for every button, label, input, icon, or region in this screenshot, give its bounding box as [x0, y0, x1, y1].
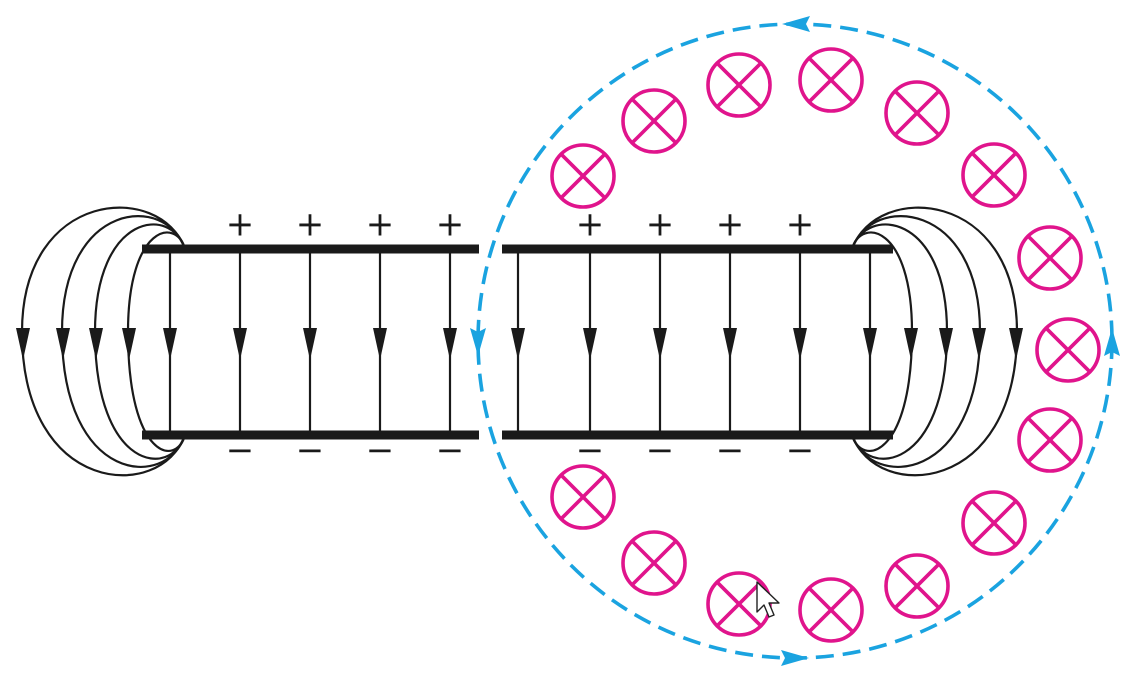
minus-sign: − — [296, 431, 325, 471]
plus-sign: + — [576, 205, 605, 245]
minus-sign: − — [366, 431, 395, 471]
loop-arrow-top — [782, 16, 810, 32]
plus-sign: + — [786, 205, 815, 245]
field-line — [511, 253, 525, 431]
circle-x-icon — [1017, 225, 1083, 291]
field-arrow — [653, 328, 667, 360]
field-line — [373, 253, 387, 431]
circle-x-icon — [798, 577, 864, 643]
field-arrow — [723, 328, 737, 360]
field-line — [723, 253, 737, 431]
fringe-arrow — [16, 328, 30, 360]
circle-x-icon — [621, 530, 687, 596]
magnetic-field-symbols — [550, 47, 1101, 643]
field-line — [303, 253, 317, 431]
fringe-arrow — [939, 328, 953, 360]
field-arrow — [583, 328, 597, 360]
fringe-arrow — [972, 328, 986, 360]
capacitor-plates — [142, 244, 893, 440]
fringe-line — [850, 215, 986, 468]
field-line — [863, 253, 877, 431]
fringe-field-lines-left — [16, 206, 187, 477]
minus-sign: − — [646, 431, 675, 471]
field-line — [233, 253, 247, 431]
fringe-line — [850, 206, 1023, 477]
field-arrow — [163, 328, 177, 360]
fringe-arrow — [56, 328, 70, 360]
minus-sign: − — [226, 431, 255, 471]
negative-charges: −−−−−−−− — [226, 431, 815, 471]
plus-sign: + — [436, 205, 465, 245]
circle-x-icon — [884, 80, 950, 146]
fringe-line — [56, 215, 187, 468]
field-arrow — [303, 328, 317, 360]
field-arrow — [793, 328, 807, 360]
field-arrow — [233, 328, 247, 360]
minus-sign: − — [436, 431, 465, 471]
circle-x-icon — [621, 88, 687, 154]
circle-x-icon — [798, 47, 864, 113]
circle-x-icon — [706, 52, 772, 118]
circle-x-icon — [961, 142, 1027, 208]
cursor-arrow-icon — [756, 581, 780, 618]
circle-x-icon — [884, 553, 950, 619]
field-line — [163, 253, 177, 431]
fringe-arrow — [89, 328, 103, 360]
fringe-line — [850, 223, 953, 460]
plus-sign: + — [226, 205, 255, 245]
field-arrow — [863, 328, 877, 360]
fringe-arrow — [122, 328, 136, 360]
field-line — [583, 253, 597, 431]
fringe-field-lines-right — [850, 206, 1023, 477]
fringe-line — [850, 231, 918, 452]
field-line — [793, 253, 807, 431]
plus-sign: + — [646, 205, 675, 245]
minus-sign: − — [576, 431, 605, 471]
loop-arrow-right — [1104, 328, 1120, 356]
interior-field-lines — [163, 253, 877, 431]
field-line — [443, 253, 457, 431]
minus-sign: − — [716, 431, 745, 471]
loop-arrow-bottom — [781, 650, 809, 666]
cursor-shape — [756, 581, 780, 618]
fringe-arrow — [1009, 328, 1023, 360]
fringe-line — [122, 231, 187, 452]
field-arrow — [511, 328, 525, 360]
loop-arrow-left — [470, 328, 486, 356]
plus-sign: + — [716, 205, 745, 245]
circle-x-icon — [1017, 407, 1083, 473]
fringe-line — [89, 223, 187, 460]
plus-sign: + — [296, 205, 325, 245]
circle-x-icon — [961, 490, 1027, 556]
circle-x-icon — [550, 464, 616, 530]
positive-charges: + + + + + + + + — [226, 205, 815, 245]
ampere-loop — [470, 16, 1120, 666]
plus-sign: + — [366, 205, 395, 245]
field-arrow — [443, 328, 457, 360]
fringe-line — [16, 206, 187, 477]
circle-x-icon — [550, 143, 616, 209]
circle-x-icon — [1035, 317, 1101, 383]
field-arrow — [373, 328, 387, 360]
minus-sign: − — [786, 431, 815, 471]
field-line — [653, 253, 667, 431]
fringe-arrow — [904, 328, 918, 360]
